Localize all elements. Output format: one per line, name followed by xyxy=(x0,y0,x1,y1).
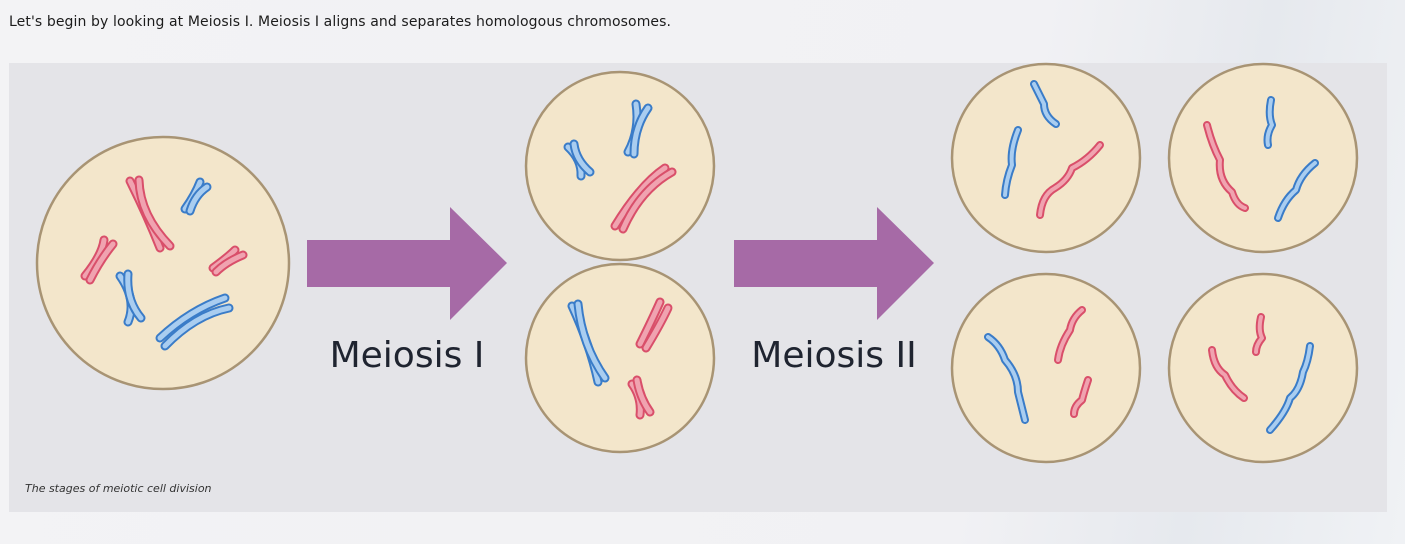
chromosome xyxy=(136,177,173,249)
chromatid xyxy=(1056,308,1084,362)
label-meiosis-1: Meiosis I xyxy=(330,335,485,376)
figure-caption: The stages of meiotic cell division xyxy=(25,482,212,495)
chromatid xyxy=(1265,98,1274,147)
meiosis2-cell-2 xyxy=(1167,62,1359,254)
parent-cell xyxy=(35,135,291,391)
arrow-meiosis-1 xyxy=(307,207,507,320)
chromosome xyxy=(157,295,228,341)
chromatid xyxy=(1032,82,1058,126)
chromosome xyxy=(631,105,651,157)
chromosome xyxy=(575,301,608,381)
chromatid xyxy=(1276,161,1317,220)
chromosome xyxy=(162,305,232,349)
meiosis2-cell-4 xyxy=(1167,272,1359,464)
chromatid xyxy=(1254,315,1264,354)
chromatid xyxy=(1268,344,1312,432)
label-meiosis-2: Meiosis II xyxy=(751,335,916,376)
chromosome xyxy=(637,299,663,347)
chromosome xyxy=(620,169,675,232)
arrow-meiosis-2 xyxy=(734,207,934,320)
chromosome xyxy=(125,271,144,321)
chromatid xyxy=(1038,143,1102,217)
intro-text: Let's begin by looking at Meiosis I. Mei… xyxy=(9,14,672,30)
chromosome xyxy=(643,305,671,351)
meiosis1-cell-top xyxy=(524,70,716,262)
chromosome xyxy=(612,165,668,229)
chromosome xyxy=(87,241,116,283)
meiosis1-cell-bottom xyxy=(524,262,716,454)
chromatid xyxy=(1210,348,1246,400)
chromosome xyxy=(187,184,210,214)
chromatid xyxy=(986,335,1027,422)
chromatid xyxy=(1072,378,1090,416)
chromosome xyxy=(82,237,107,279)
chromatid xyxy=(1003,128,1020,197)
meiosis2-cell-1 xyxy=(950,62,1142,254)
chromatid xyxy=(1205,123,1247,210)
chromosome xyxy=(571,141,593,175)
chromosome xyxy=(634,377,653,415)
chromosome xyxy=(213,252,246,275)
chromosome xyxy=(210,247,238,271)
meiosis2-cell-3 xyxy=(950,272,1142,464)
